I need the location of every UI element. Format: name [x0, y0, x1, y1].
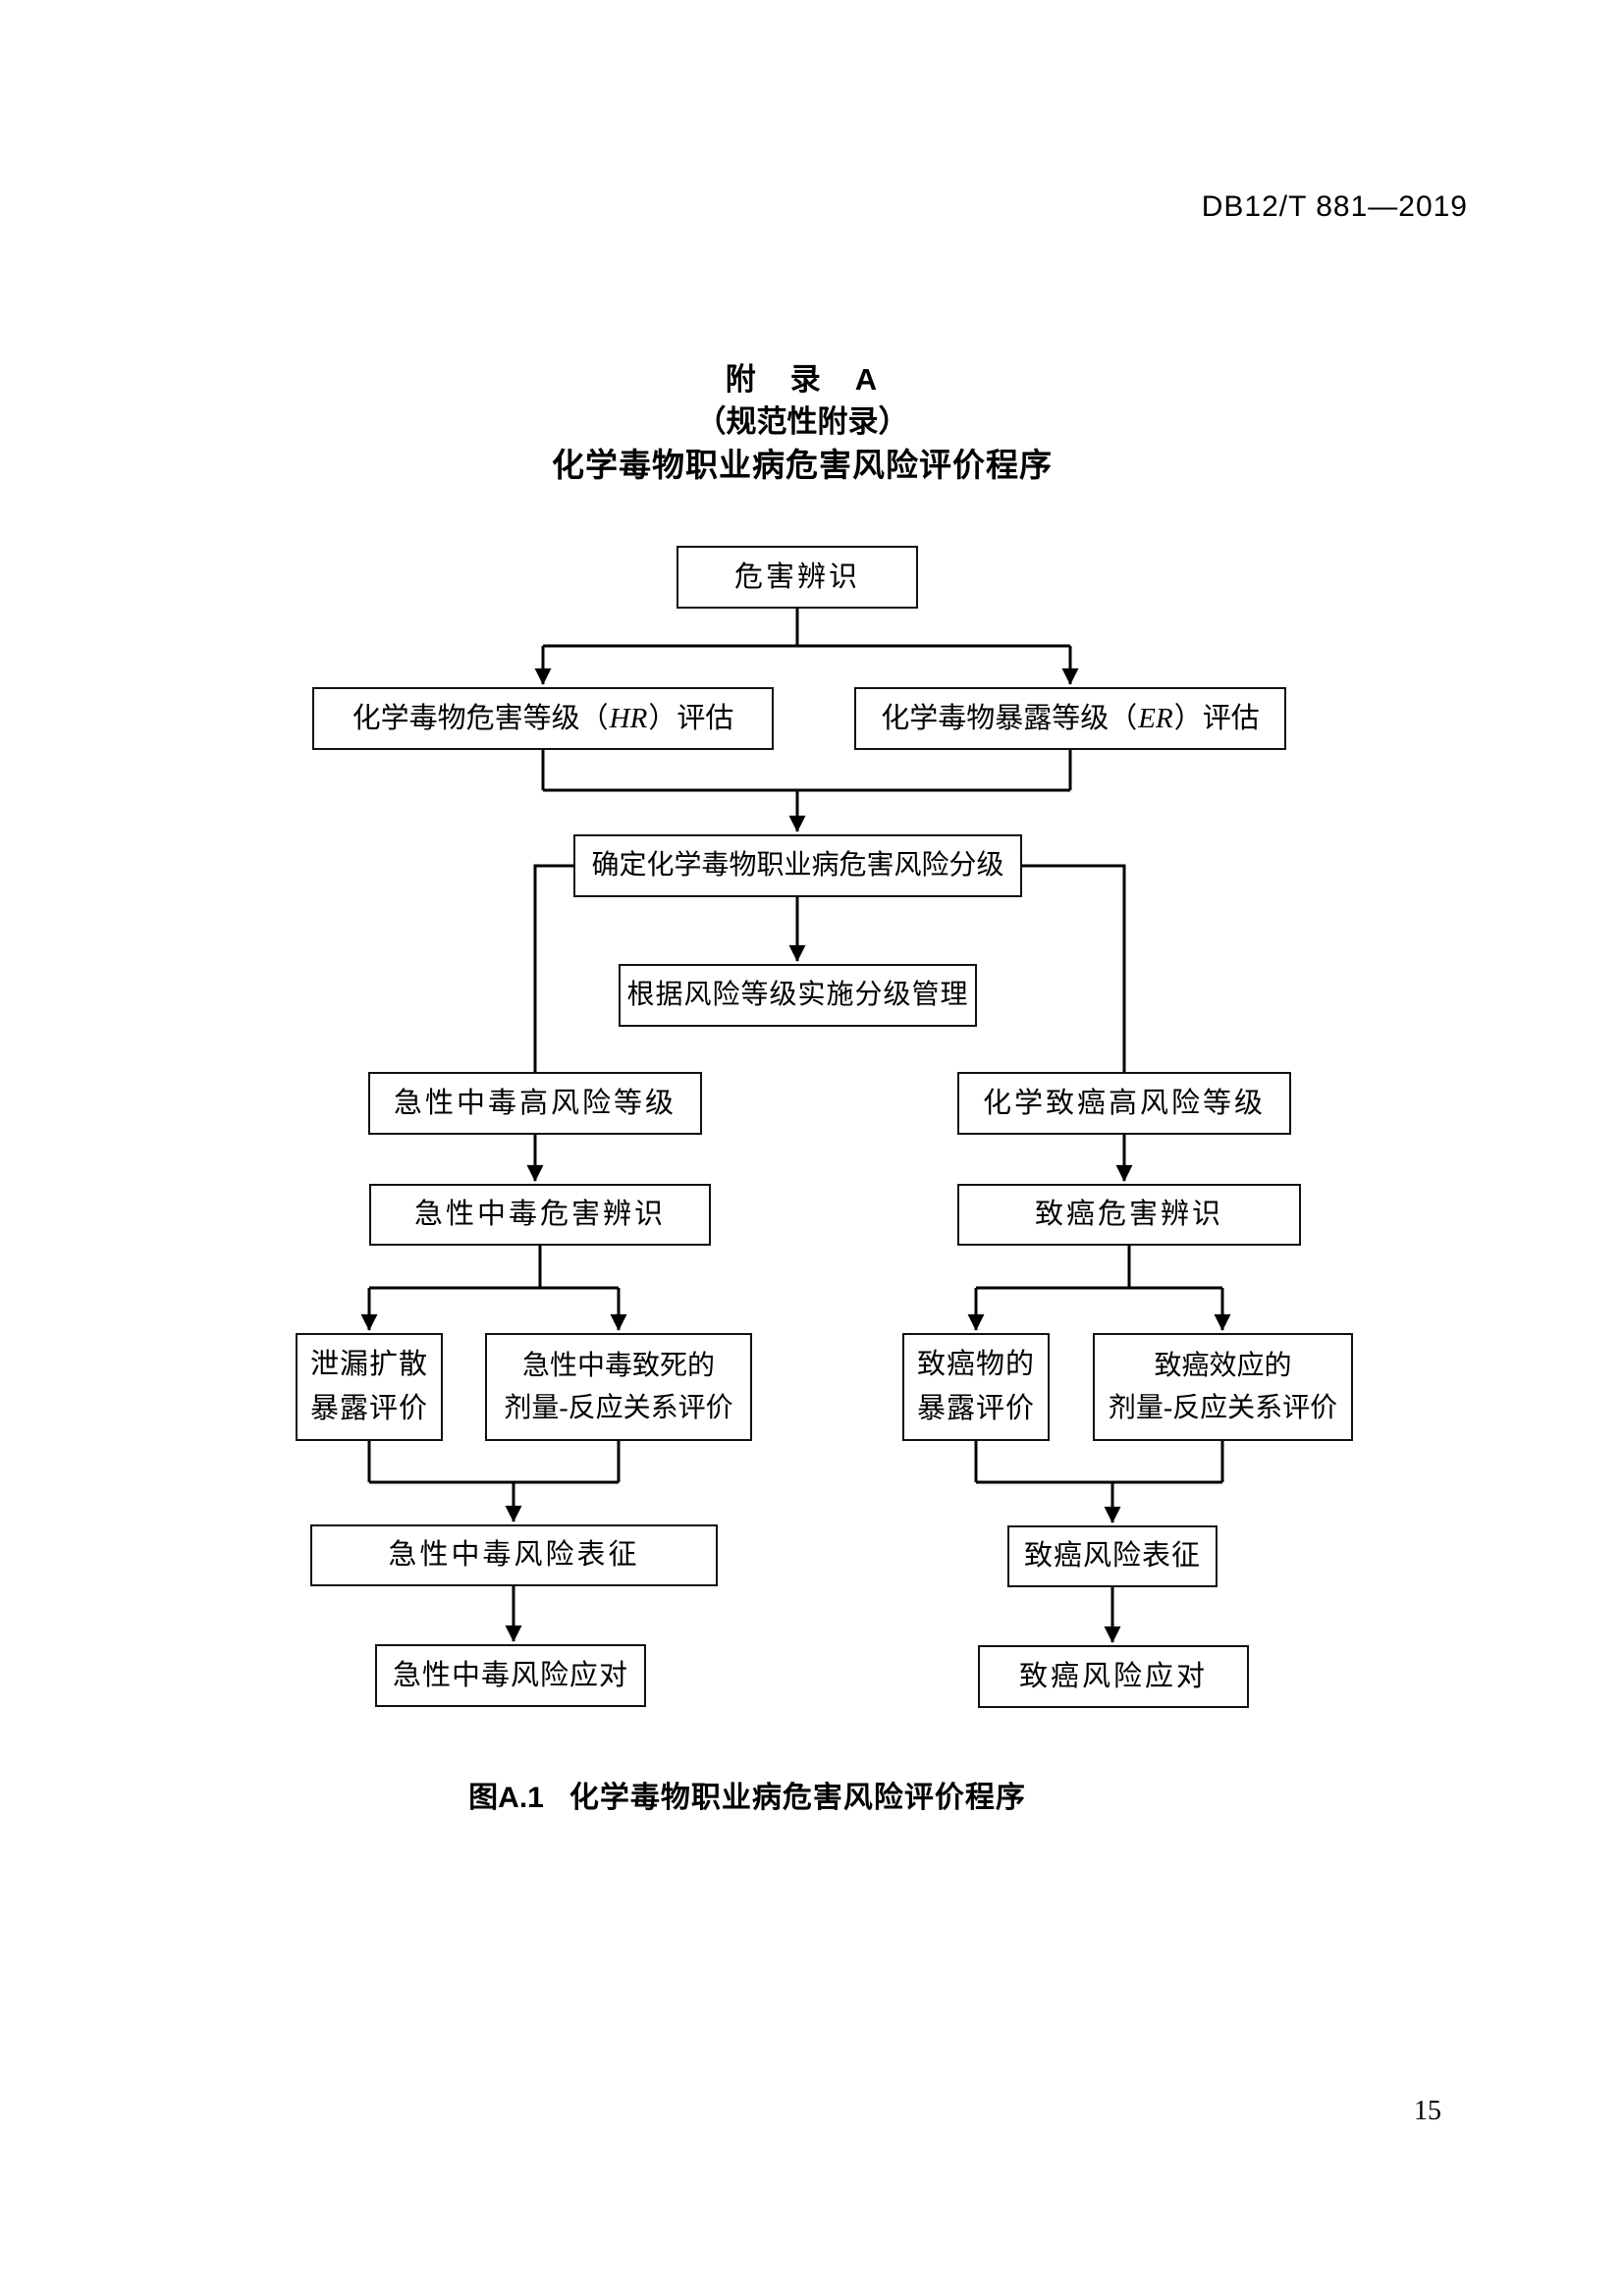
flow-node-label: 化学致癌高风险等级: [982, 1087, 1266, 1119]
flow-node-label: 化学毒物危害等级（: [352, 702, 609, 734]
flow-node-acute-dose-response: 急性中毒致死的 剂量-反应关系评价: [485, 1333, 752, 1441]
flow-node-acute-risk-response: 急性中毒风险应对: [375, 1644, 646, 1707]
connector-hazard-split: [543, 609, 1070, 648]
flow-node-label: 急性中毒致死的: [521, 1350, 715, 1381]
flow-node-carcinogenic-dose-response: 致癌效应的 剂量-反应关系评价: [1093, 1333, 1353, 1441]
flow-node-carcinogen-exposure: 致癌物的 暴露评价: [902, 1333, 1050, 1441]
flow-node-label: 化学毒物暴露等级（: [881, 702, 1138, 734]
flow-node-label: 急性中毒风险表征: [388, 1539, 640, 1572]
flow-node-label: 致癌危害辨识: [1034, 1199, 1223, 1231]
connector-carcinogenic-join: [974, 1441, 1224, 1484]
flow-node-graded-management: 根据风险等级实施分级管理: [619, 964, 977, 1027]
flow-node-acute-high-risk: 急性中毒高风险等级: [368, 1072, 702, 1135]
flow-node-label: 泄漏扩散: [309, 1349, 428, 1381]
flow-node-label: ）评估: [1173, 702, 1260, 734]
er-italic-label: ER: [1138, 702, 1173, 734]
appendix-title: 附 录 A: [725, 362, 880, 397]
flow-node-label: 急性中毒高风险等级: [393, 1087, 677, 1119]
flow-node-label: 致癌风险应对: [1018, 1660, 1208, 1692]
flow-node-label: 致癌效应的: [1154, 1350, 1292, 1381]
flow-node-label: ）评估: [648, 702, 734, 734]
flow-node-label: 急性中毒危害辨识: [413, 1199, 666, 1231]
flow-node-er-assessment: 化学毒物暴露等级（ER）评估: [854, 687, 1286, 750]
flow-node-carcinogenic-hazard-id: 致癌危害辨识: [957, 1184, 1301, 1246]
flow-node-label: 暴露评价: [916, 1393, 1035, 1424]
connector-acute-split: [369, 1246, 619, 1290]
connector-carcinogenic-split: [976, 1246, 1222, 1290]
hr-italic-label: HR: [609, 702, 648, 734]
flow-node-label: 根据风险等级实施分级管理: [626, 979, 969, 1010]
flow-node-hazard-identification: 危害辨识: [677, 546, 918, 609]
connector-right-branch: [1022, 864, 1126, 1072]
flow-node-label: 剂量-反应关系评价: [504, 1393, 733, 1423]
flow-node-label: 确定化学毒物职业病危害风险分级: [591, 849, 1004, 881]
flow-node-label: 致癌风险表征: [1023, 1540, 1201, 1573]
connector-left-branch: [533, 864, 573, 1072]
page-number: 15: [1414, 2096, 1441, 2126]
connector-acute-join: [367, 1441, 621, 1484]
flow-node-carcinogenic-risk-response: 致癌风险应对: [978, 1645, 1249, 1708]
flow-node-acute-hazard-id: 急性中毒危害辨识: [369, 1184, 711, 1246]
flow-node-carcinogenic-high-risk: 化学致癌高风险等级: [957, 1072, 1291, 1135]
flow-node-label: 危害辨识: [733, 561, 860, 593]
flow-node-carcinogenic-risk-characterization: 致癌风险表征: [1007, 1525, 1218, 1587]
flow-node-label: 急性中毒风险应对: [392, 1659, 628, 1691]
flow-node-risk-grading: 确定化学毒物职业病危害风险分级: [573, 834, 1022, 897]
flow-node-hr-assessment: 化学毒物危害等级（HR）评估: [312, 687, 774, 750]
appendix-heading: 化学毒物职业病危害风险评价程序: [552, 447, 1053, 483]
figure-caption-text: 化学毒物职业病危害风险评价程序: [568, 1782, 1026, 1814]
appendix-subtitle: （规范性附录）: [695, 404, 909, 439]
connector-hr-er-join: [541, 750, 1072, 792]
figure-caption-label: 图A.1: [468, 1782, 544, 1814]
flow-node-label: 暴露评价: [309, 1393, 428, 1424]
standard-code: DB12/T 881—2019: [1201, 190, 1468, 223]
figure-caption: 图A.1 化学毒物职业病危害风险评价程序: [0, 1773, 1494, 1816]
flow-node-acute-risk-characterization: 急性中毒风险表征: [310, 1524, 718, 1586]
flow-node-label: 剂量-反应关系评价: [1108, 1393, 1338, 1423]
flow-node-label: 致癌物的: [916, 1349, 1035, 1381]
flow-node-leak-exposure: 泄漏扩散 暴露评价: [296, 1333, 443, 1441]
